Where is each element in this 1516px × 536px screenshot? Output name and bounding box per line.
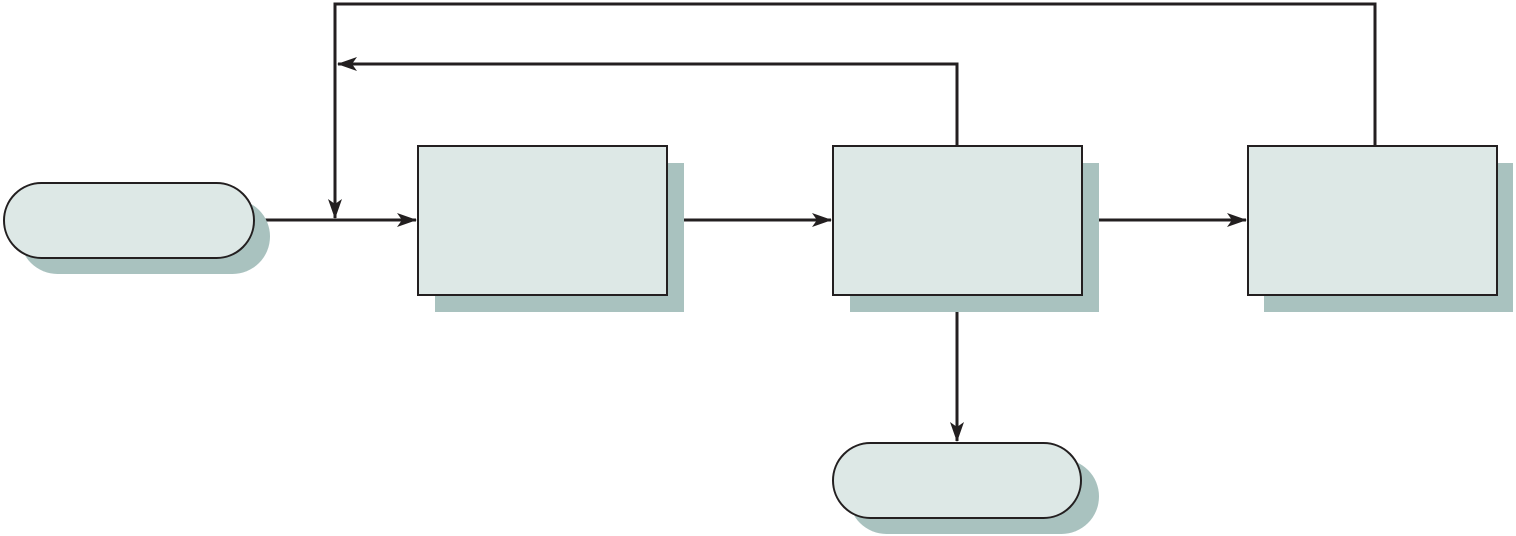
start-terminator — [3, 182, 270, 274]
process-box-1 — [417, 145, 684, 312]
process-box-2 — [832, 145, 1099, 312]
process-box-3 — [1247, 145, 1513, 312]
feedback-line-inner — [337, 57, 959, 147]
feedback-line-outer — [328, 2, 1377, 219]
end-terminator — [832, 442, 1099, 534]
